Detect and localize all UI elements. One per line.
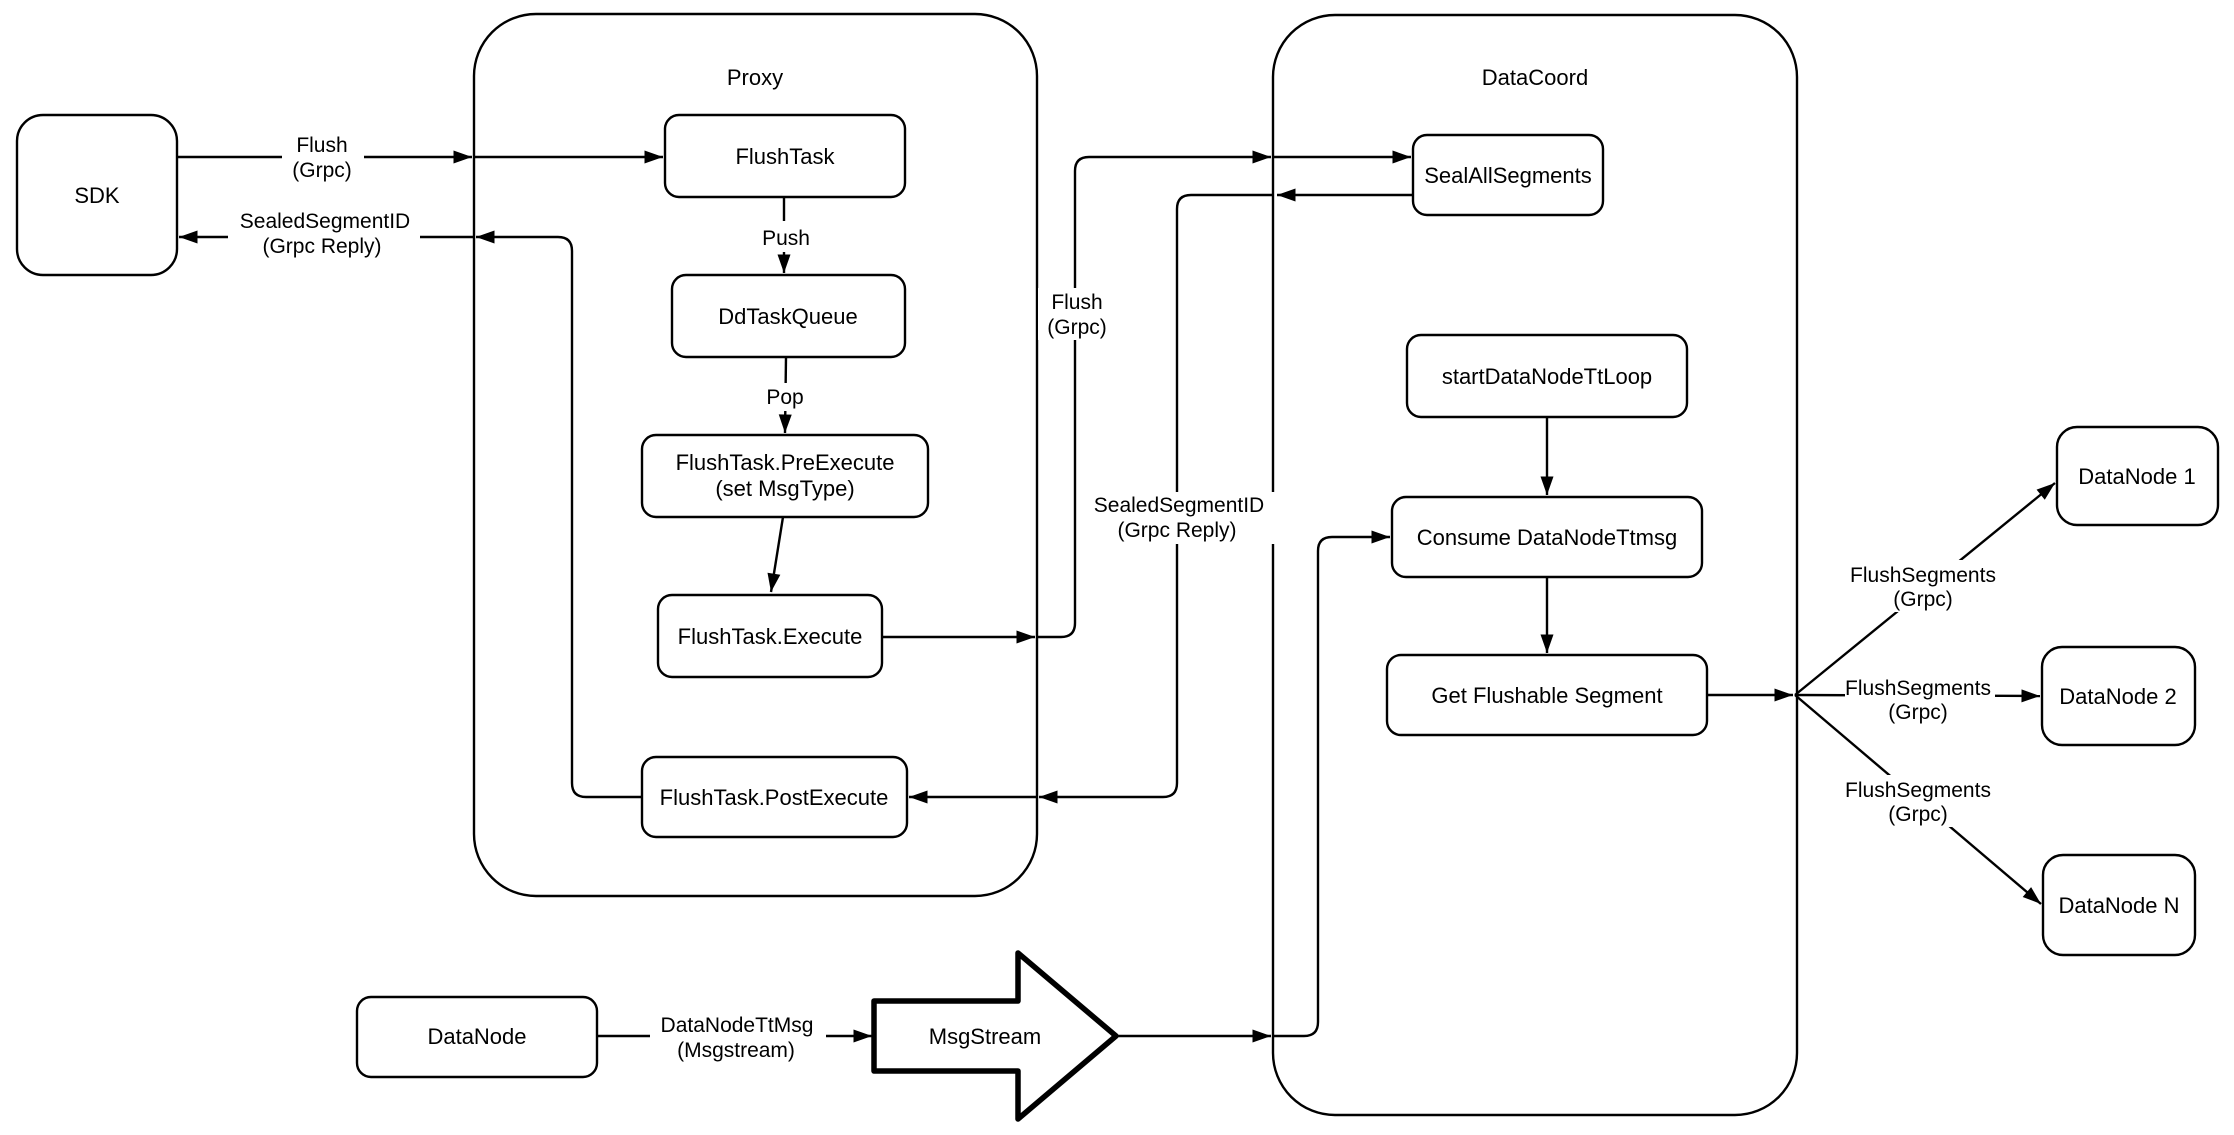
label-backdrop (228, 206, 420, 262)
edge-label-flush-grpc-datacoord: (Grpc) (1047, 316, 1107, 339)
edge-label-flush-grpc-datacoord: Flush (1051, 291, 1102, 314)
node-flushtask-preexecute-label: FlushTask.PreExecute (676, 450, 895, 475)
proxy-container (472, 12, 1039, 898)
node-sealallsegments-label: SealAllSegments (1424, 163, 1592, 188)
node-flushtask-execute-label: FlushTask.Execute (678, 624, 863, 649)
node-get-flushable-segment-label: Get Flushable Segment (1431, 683, 1662, 708)
node-consume-datanodettmsg-label: Consume DataNodeTtmsg (1417, 525, 1677, 550)
node-ddtaskqueue (670, 273, 907, 359)
edge-reply-up-inside-proxy (476, 230, 642, 799)
node-datanode-n-label: DataNode N (2058, 893, 2179, 918)
node-consume-datanodettmsg (1390, 495, 1704, 579)
label-backdrop (1038, 288, 1116, 340)
node-get-flushable-segment (1385, 653, 1709, 737)
node-sdk-label: SDK (74, 183, 120, 208)
edge-label-sealedsegmentid-proxy: (Grpc Reply) (1117, 519, 1236, 542)
label-backdrop (756, 383, 814, 411)
node-datanode-bottom-label: DataNode (427, 1024, 526, 1049)
node-datanode-n (2041, 853, 2197, 957)
label-backdrop (282, 132, 364, 182)
node-flushtask-execute (656, 593, 884, 679)
node-startdatanodettloop (1405, 333, 1689, 419)
edge-label-flushsegments-1: FlushSegments (1850, 564, 1996, 587)
node-msgstream-label: MsgStream (929, 1024, 1041, 1049)
edge-label-sealedsegmentid-proxy: SealedSegmentID (1094, 494, 1264, 517)
edge-label-pop: Pop (766, 386, 803, 409)
node-sealallsegments (1411, 133, 1605, 217)
node-flushtask-preexecute-label: (set MsgType) (715, 476, 854, 501)
edge-label-push: Push (762, 227, 810, 250)
edge-label-flush-grpc-sdk: Flush (296, 134, 347, 157)
label-backdrop (1082, 492, 1278, 544)
label-backdrop (1845, 673, 1995, 725)
node-datanode-2-label: DataNode 2 (2059, 684, 2176, 709)
edge-label-flush-grpc-sdk: (Grpc) (292, 159, 352, 182)
edge-flush-up-to-datacoord (1037, 150, 1271, 639)
node-flushtask (663, 113, 907, 199)
node-flushtask-postexecute (640, 755, 909, 839)
node-msgstream-arrow-shape (871, 950, 1119, 1122)
edge-label-flushsegments-2: FlushSegments (1845, 677, 1991, 700)
node-datanode-2 (2040, 645, 2197, 747)
edge-label-sealedsegmentid-sdk: (Grpc Reply) (262, 235, 381, 258)
edge-label-flushsegments-1: (Grpc) (1893, 588, 1953, 611)
label-backdrop (1847, 560, 1997, 612)
edge-preexecute-to-execute (767, 516, 785, 593)
node-flushtask-postexecute-label: FlushTask.PostExecute (660, 785, 889, 810)
edge-label-datanodettmsg: DataNodeTtMsg (661, 1014, 814, 1037)
edge-label-flushsegments-3: FlushSegments (1845, 779, 1991, 802)
node-datanode-bottom (355, 995, 599, 1079)
node-datanode-1 (2055, 425, 2220, 527)
datacoord-container (1271, 13, 1799, 1117)
edge-label-flushsegments-3: (Grpc) (1888, 803, 1948, 826)
label-backdrop (650, 1010, 826, 1064)
datacoord-container-title: DataCoord (1482, 65, 1588, 90)
label-backdrop (1845, 775, 1995, 827)
edge-msgstream-up-to-consume (1273, 530, 1390, 1038)
edge-label-sealedsegmentid-sdk: SealedSegmentID (240, 210, 410, 233)
node-ddtaskqueue-label: DdTaskQueue (718, 304, 857, 329)
node-startdatanodettloop-label: startDataNodeTtLoop (1442, 364, 1652, 389)
node-datanode-1-label: DataNode 1 (2078, 464, 2195, 489)
edge-label-datanodettmsg: (Msgstream) (677, 1039, 795, 1062)
node-flushtask-preexecute (640, 433, 930, 519)
node-flushtask-label: FlushTask (735, 144, 835, 169)
proxy-container-title: Proxy (727, 65, 783, 90)
node-sdk (15, 113, 179, 277)
edge-label-flushsegments-2: (Grpc) (1888, 701, 1948, 724)
label-backdrop (755, 221, 817, 252)
